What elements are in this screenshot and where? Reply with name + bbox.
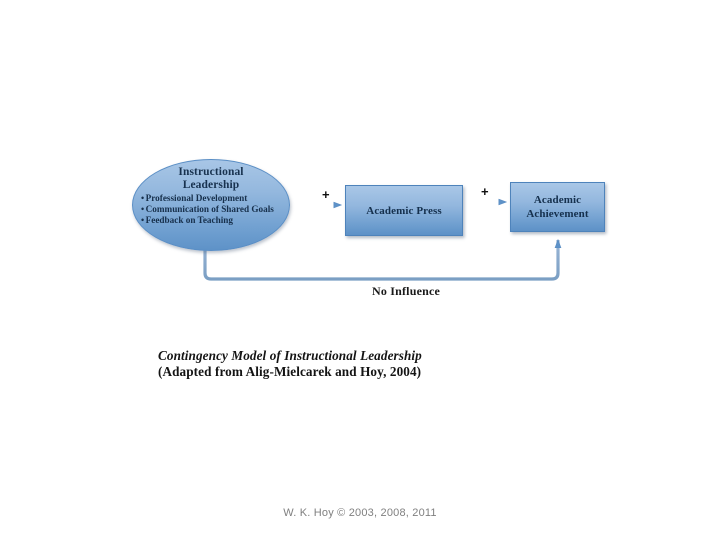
node-academic-achievement[interactable]: Academic Achievement	[510, 182, 605, 232]
list-item: Communication of Shared Goals	[137, 204, 289, 215]
list-item: Professional Development	[137, 193, 289, 204]
caption-line-2: (Adapted from Alig-Mielcarek and Hoy, 20…	[158, 364, 422, 379]
footer-credit: W. K. Hoy © 2003, 2008, 2011	[283, 507, 437, 519]
ellipse-title-line-1: Instructional	[178, 166, 244, 178]
ellipse-title-line-2: Leadership	[182, 179, 240, 191]
node-academic-achievement-label-line-1: Academic	[533, 194, 582, 206]
plus-sign-press-to-achievement: +	[481, 184, 489, 199]
node-academic-press-label: Academic Press	[366, 204, 442, 217]
caption-line-1: Contingency Model of Instructional Leade…	[158, 348, 422, 363]
arrow-leadership-to-achievement-direct	[203, 240, 558, 281]
node-academic-achievement-label-line-2: Achievement	[526, 208, 589, 220]
ellipse-content: Instructional Leadership Professional De…	[133, 160, 289, 250]
node-instructional-leadership[interactable]: Instructional Leadership Professional De…	[132, 159, 290, 251]
plus-sign-leadership-to-press: +	[322, 187, 330, 202]
list-item: Feedback on Teaching	[137, 215, 289, 226]
connector-label-no-influence: No Influence	[371, 284, 441, 298]
ellipse-bullet-list: Professional Development Communication o…	[133, 193, 289, 227]
node-academic-achievement-label: Academic Achievement	[526, 193, 588, 221]
diagram-caption: Contingency Model of Instructional Leade…	[158, 348, 578, 380]
node-academic-press[interactable]: Academic Press	[345, 185, 463, 236]
